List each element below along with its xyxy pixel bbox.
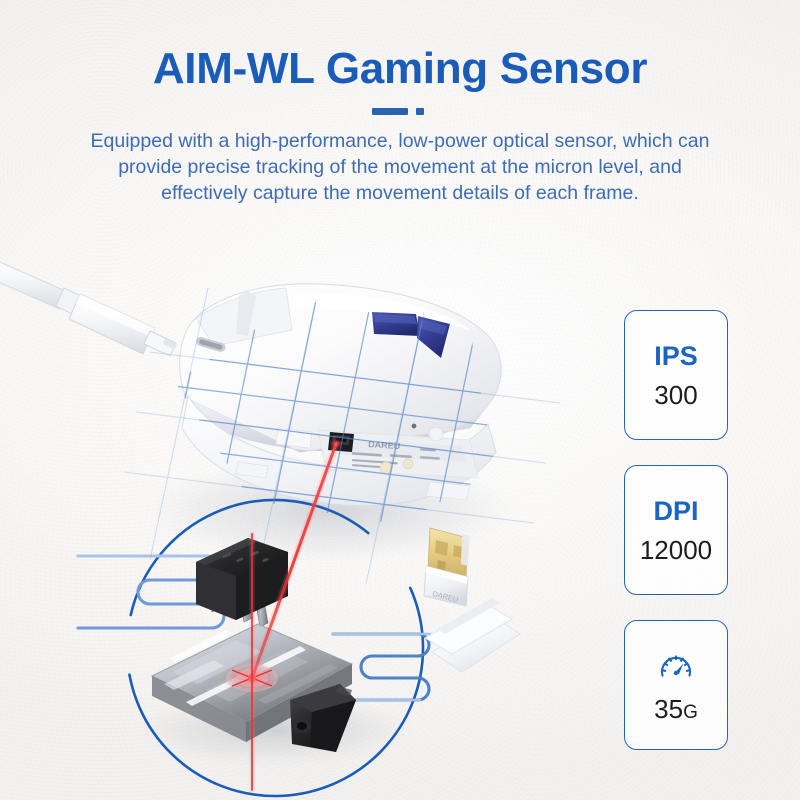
mousepad-surface <box>423 598 521 673</box>
usb-nano-receiver: DAREU <box>423 527 470 607</box>
spec-card-dpi-value: 12000 <box>639 534 713 565</box>
spec-card-dpi: DPI 12000 <box>624 465 728 595</box>
mouse-side-buttons <box>372 312 450 358</box>
divider-dot <box>416 108 424 116</box>
mouse-charging-port <box>196 337 226 352</box>
header: AIM-WL Gaming Sensor Equipped with a hig… <box>0 0 800 207</box>
spec-card-acceleration: 35G <box>624 620 728 750</box>
spec-card-list: IPS 300 DPI 12000 <box>624 310 728 750</box>
laser-beam <box>248 437 343 793</box>
rubber-foot <box>290 684 356 752</box>
spec-card-dpi-label: DPI <box>653 495 699 526</box>
focus-circle <box>125 498 425 798</box>
spec-card-ips: IPS 300 <box>624 310 728 440</box>
spec-card-ips-label: IPS <box>654 340 698 371</box>
spec-card-acceleration-value: 35G <box>654 696 698 722</box>
acceleration-number: 35 <box>654 694 684 724</box>
acceleration-unit: G <box>683 702 698 723</box>
divider-bar <box>372 108 408 116</box>
sensor-ic-chip <box>196 538 288 628</box>
mouse-base-panel: DAREU <box>317 429 479 479</box>
usb-c-charging-cable <box>0 261 177 357</box>
page-subtitle: Equipped with a high-performance, low-po… <box>90 130 710 205</box>
spec-card-ips-value: 300 <box>654 379 698 410</box>
tracking-grid-outer <box>123 287 561 585</box>
page-title: AIM-WL Gaming Sensor <box>152 44 648 93</box>
speedometer-gauge-icon <box>660 655 692 677</box>
title-divider <box>372 108 428 116</box>
